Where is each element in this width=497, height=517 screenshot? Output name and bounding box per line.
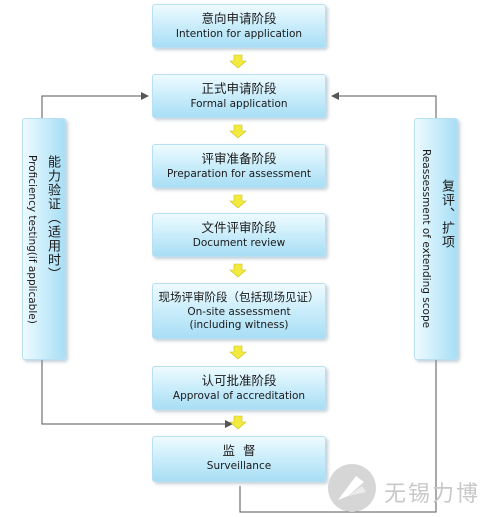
reassessment-box: Reassessment of extending scope 复评、扩项	[414, 118, 458, 360]
stage-formal-application-cn: 正式申请阶段	[201, 81, 277, 96]
right-loop-line	[239, 360, 437, 513]
flow-arrow-5	[229, 345, 247, 360]
flow-arrow-3	[229, 194, 247, 209]
stage-preparation: 评审准备阶段 Preparation for assessment	[152, 144, 326, 188]
stage-intention-cn: 意向申请阶段	[201, 11, 277, 26]
stage-surveillance-en: Surveillance	[206, 460, 272, 472]
stage-document-review-cn: 文件评审阶段	[201, 220, 277, 235]
stage-document-review: 文件评审阶段 Document review	[152, 213, 326, 257]
stage-onsite-assessment-cn: 现场评审阶段（包括现场见证）	[158, 290, 320, 304]
stage-preparation-en: Preparation for assessment	[166, 168, 311, 180]
proficiency-testing-box: 能力验证（适用时） Proficiency testing(if applica…	[22, 118, 66, 360]
stage-intention-en: Intention for application	[175, 28, 303, 40]
flow-arrows	[229, 54, 247, 430]
stage-approval: 认可批准阶段 Approval of accreditation	[152, 366, 326, 410]
flow-arrow-2	[229, 124, 247, 139]
stage-preparation-cn: 评审准备阶段	[201, 151, 277, 166]
stage-formal-application: 正式申请阶段 Formal application	[152, 74, 326, 118]
stage-surveillance: 监 督 Surveillance	[152, 436, 326, 482]
stage-formal-application-en: Formal application	[190, 98, 288, 110]
proficiency-testing-en: Proficiency testing(if applicable)	[26, 155, 38, 324]
watermark-text: 无锡力博	[384, 482, 481, 507]
left-down-line	[41, 360, 233, 428]
stage-document-review-en: Document review	[192, 237, 286, 249]
proficiency-testing-cn: 能力验证（适用时）	[45, 155, 60, 281]
stage-onsite-assessment-en: On-site assessment	[187, 306, 291, 318]
right-return-line	[331, 92, 437, 118]
stage-approval-cn: 认可批准阶段	[201, 373, 277, 388]
left-return-line	[41, 92, 149, 118]
stage-surveillance-cn: 监 督	[222, 443, 256, 458]
reassessment-en: Reassessment of extending scope	[420, 149, 432, 329]
flow-arrow-1	[229, 54, 247, 69]
stage-onsite-assessment: 现场评审阶段（包括现场见证） On-site assessment (inclu…	[152, 283, 326, 339]
stage-intention: 意向申请阶段 Intention for application	[152, 4, 326, 48]
reassessment-cn: 复评、扩项	[439, 179, 454, 249]
flow-arrow-4	[229, 263, 247, 278]
stage-onsite-assessment-en2: (including witness)	[189, 319, 289, 331]
stage-approval-en: Approval of accreditation	[172, 390, 306, 402]
flow-arrow-6	[229, 415, 247, 430]
watermark-logo-icon	[328, 464, 376, 512]
